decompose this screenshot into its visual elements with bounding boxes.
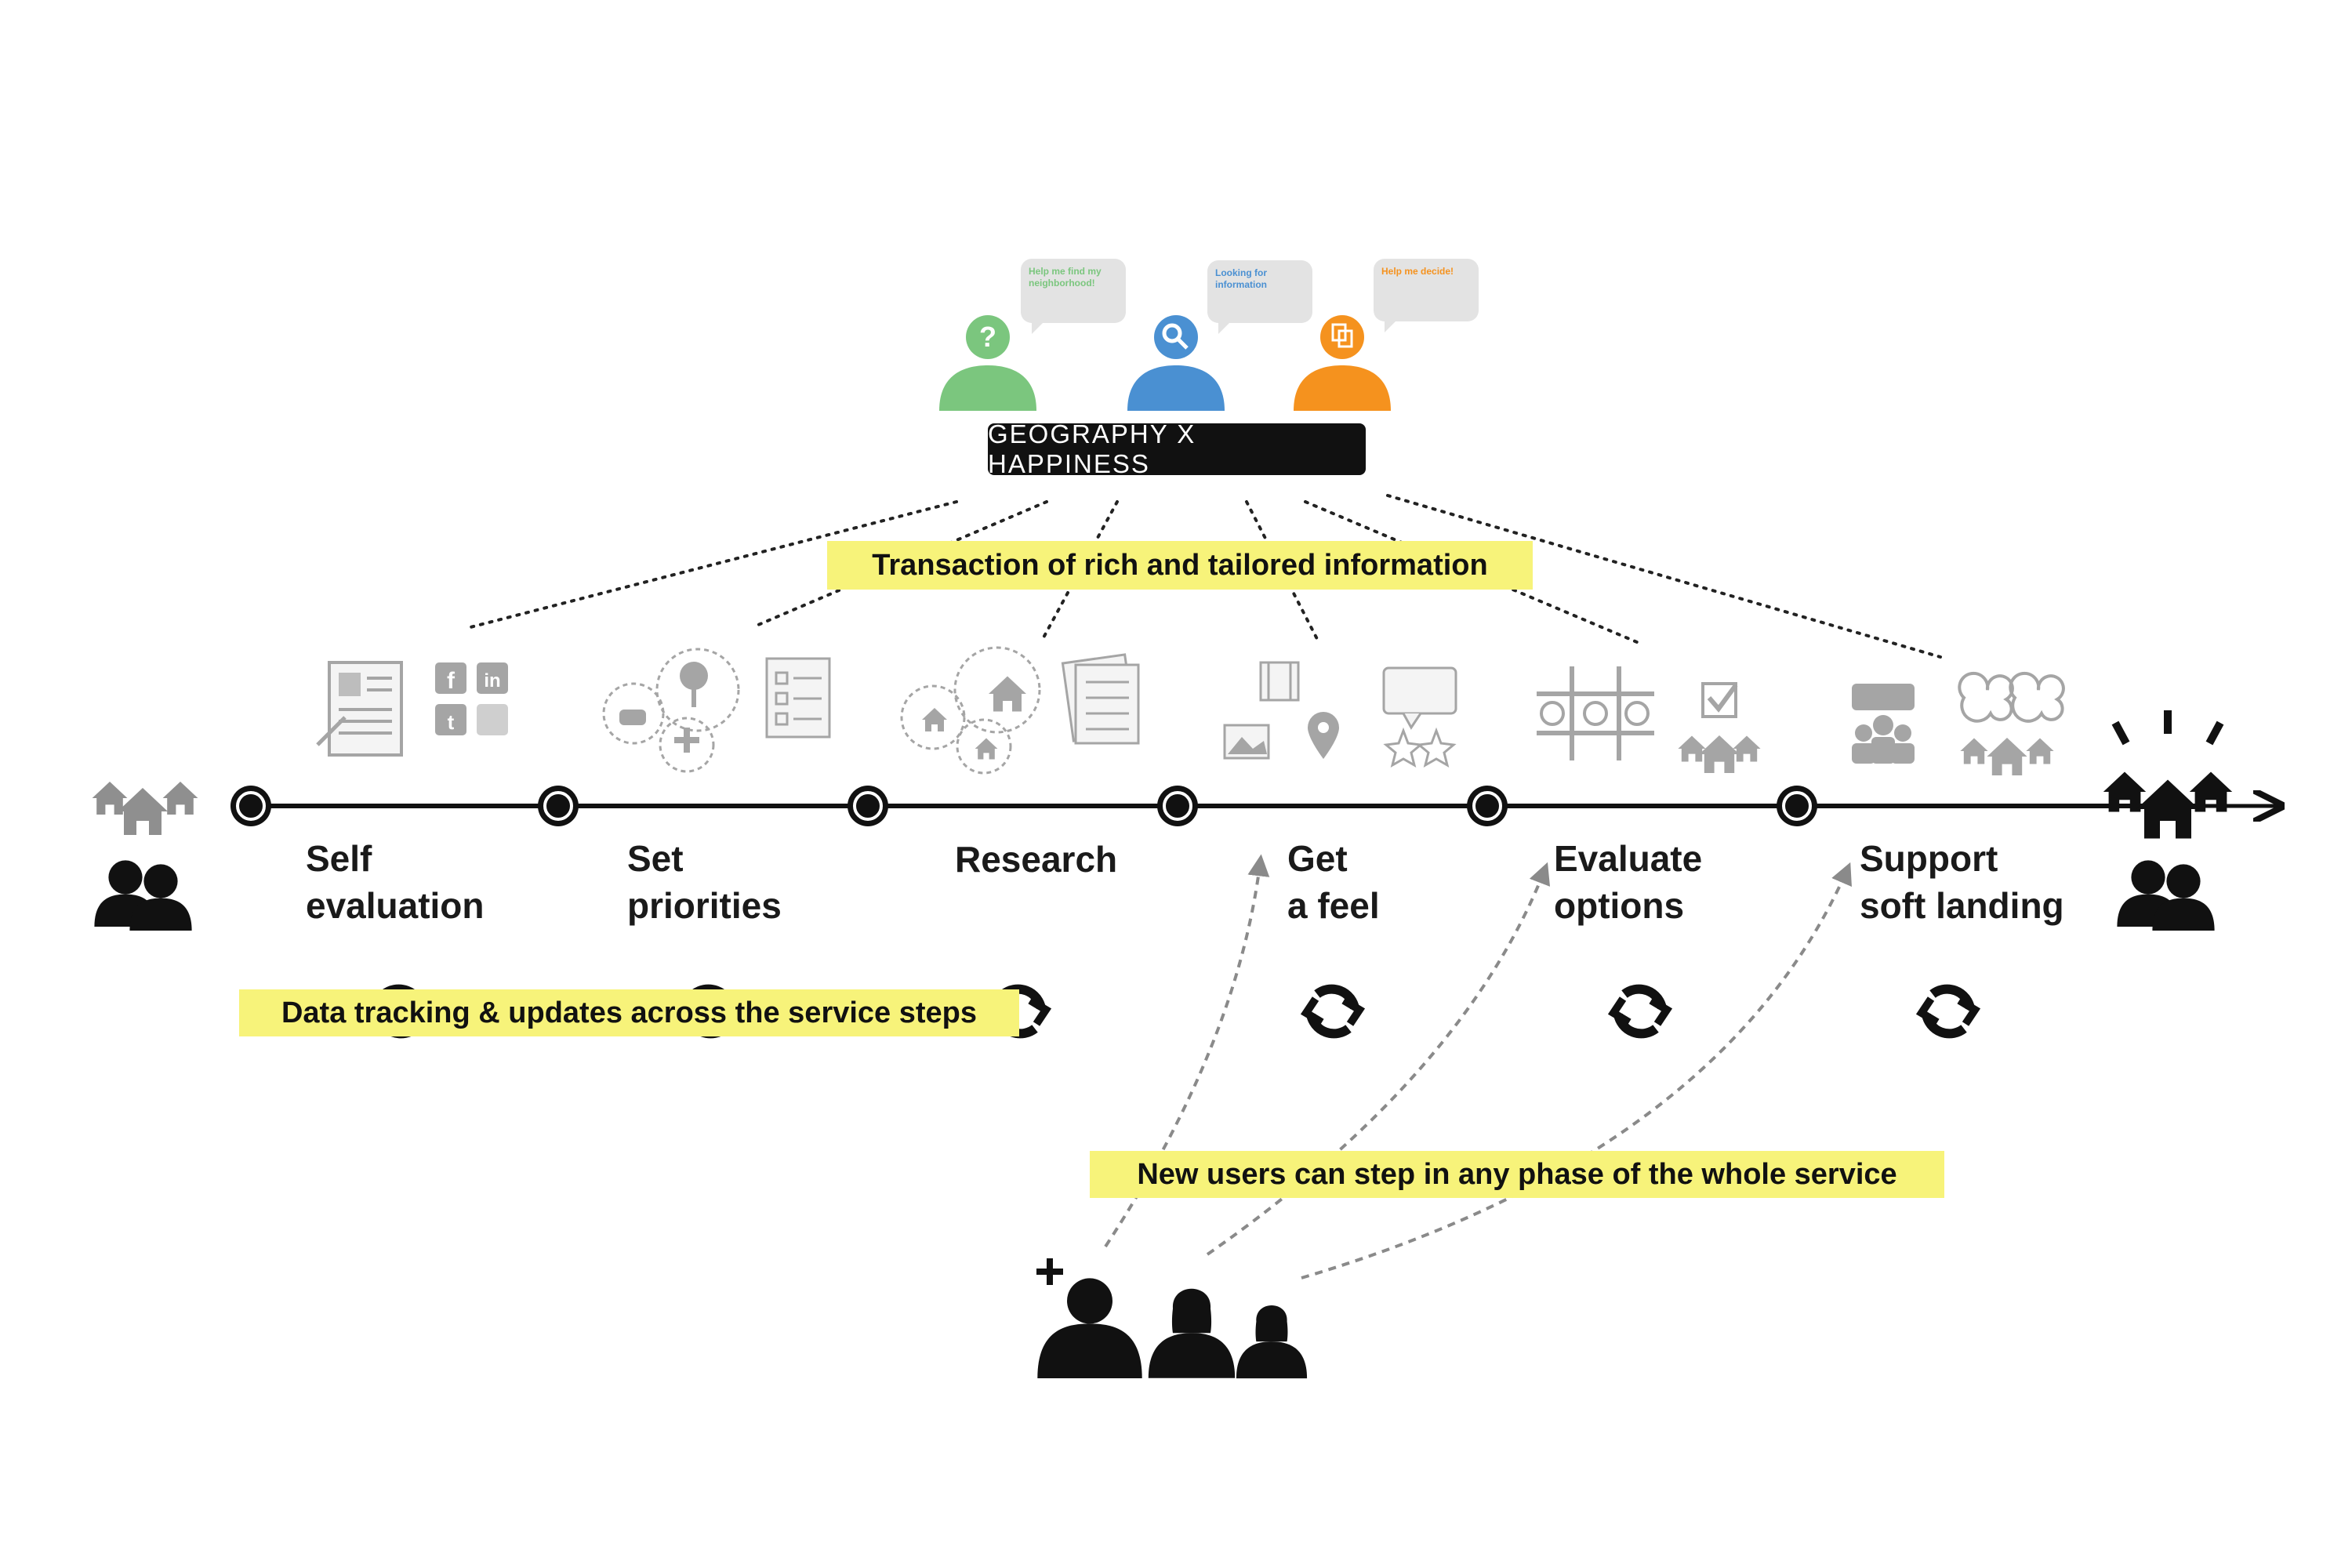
checklist-icon bbox=[765, 657, 831, 739]
step-label-set-priorities: Set priorities bbox=[627, 838, 782, 926]
persona-bubble-green: Help me find my neighborhood! bbox=[1021, 259, 1126, 334]
tic-tac-toe-icon bbox=[1537, 666, 1654, 760]
step-label-evaluate-options: Evaluate options bbox=[1554, 838, 1703, 926]
step-label-support-soft-landing: Support soft landing bbox=[1860, 838, 2064, 926]
persona-blue bbox=[1127, 315, 1225, 411]
timeline-node bbox=[1777, 786, 1817, 826]
social-media-icon: f in t bbox=[435, 662, 508, 735]
step-icons-set-priorities bbox=[602, 648, 831, 773]
banner-tracking: Data tracking & updates across the servi… bbox=[239, 989, 1019, 1036]
step-label-get-a-feel: Get a feel bbox=[1287, 838, 1380, 926]
group-support-icon bbox=[1852, 684, 1915, 764]
timeline-nodes bbox=[230, 786, 1817, 826]
step-label-research: Research bbox=[955, 839, 1118, 880]
step-icons-self-evaluation: f in t bbox=[316, 661, 508, 757]
timeline-node bbox=[1157, 786, 1198, 826]
banner-transaction: Transaction of rich and tailored informa… bbox=[827, 541, 1533, 590]
step-icons-get-a-feel bbox=[1223, 661, 1457, 768]
timeline-node bbox=[538, 786, 579, 826]
timeline-node bbox=[1467, 786, 1508, 826]
banner-new-users: New users can step in any phase of the w… bbox=[1090, 1151, 1944, 1198]
resume-icon bbox=[316, 661, 403, 757]
neighborhoods-cluster-icon bbox=[900, 646, 1041, 775]
sparkle-icon bbox=[2111, 710, 2224, 746]
options-cluster-icon bbox=[602, 648, 740, 773]
timeline-node bbox=[230, 786, 271, 826]
question-icon: ? bbox=[979, 321, 996, 353]
step-icons-research bbox=[900, 646, 1140, 775]
persona-bubble-blue: Looking for information bbox=[1207, 260, 1312, 334]
step-icons-evaluate-options bbox=[1537, 666, 1761, 773]
checked-houses-icon bbox=[1678, 682, 1761, 773]
thinking-houses-icon bbox=[1958, 671, 2065, 775]
plus-icon bbox=[1036, 1258, 1063, 1285]
documents-icon bbox=[1331, 323, 1353, 348]
speech-rating-icon bbox=[1382, 666, 1457, 768]
documents-stack-icon bbox=[1061, 653, 1140, 745]
brand-title: GEOGRAPHY X HAPPINESS bbox=[988, 419, 1366, 478]
persona-orange bbox=[1294, 315, 1391, 411]
timeline-node bbox=[848, 786, 888, 826]
start-houses-icon bbox=[92, 782, 198, 835]
persona-bubble-orange: Help me decide! bbox=[1374, 259, 1479, 332]
photo-icon bbox=[1223, 724, 1270, 760]
svg-text:in: in bbox=[484, 670, 500, 691]
step-icons-support-soft-landing bbox=[1852, 671, 2065, 775]
magnifier-icon bbox=[1162, 323, 1189, 350]
film-strip-icon bbox=[1259, 661, 1300, 702]
personas-group: ? bbox=[939, 315, 1391, 411]
step-label-self-evaluation: Self evaluation bbox=[306, 838, 485, 926]
persona-green: ? bbox=[939, 315, 1036, 411]
new-user-entry-arrows bbox=[1104, 854, 1852, 1279]
sync-icon bbox=[1922, 989, 1975, 1034]
sync-icon bbox=[1613, 989, 1667, 1034]
svg-text:t: t bbox=[448, 710, 455, 734]
end-couple-icon bbox=[2117, 860, 2215, 931]
new-users-icon bbox=[1036, 1258, 1308, 1379]
svg-text:f: f bbox=[447, 668, 456, 694]
sync-icon bbox=[1306, 989, 1359, 1034]
start-couple-icon bbox=[94, 860, 192, 931]
map-pin-icon bbox=[1308, 712, 1339, 759]
